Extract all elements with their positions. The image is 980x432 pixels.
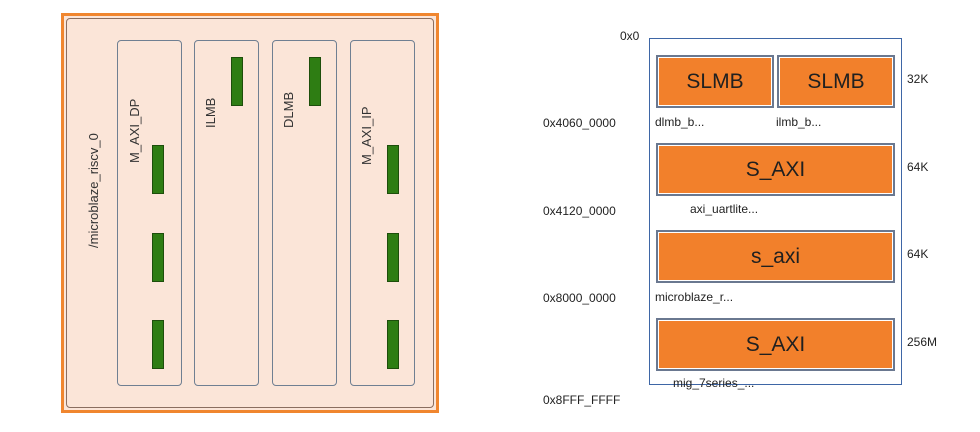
segment-label: s_axi: [750, 244, 801, 268]
processor-name-label: /microblaze_riscv_0: [86, 133, 101, 248]
segment-label: S_AXI: [745, 332, 806, 356]
segment-size: 64K: [907, 160, 929, 174]
interface-pin[interactable]: [387, 320, 399, 369]
interface-pin[interactable]: [231, 57, 243, 106]
interface-pin[interactable]: [152, 145, 164, 194]
segment-instance: axi_uartlite...: [690, 202, 759, 216]
segment-label: SLMB: [807, 69, 865, 93]
segment-instance: ilmb_b...: [776, 115, 822, 129]
segment-label: SLMB: [686, 69, 744, 93]
segment-size: 64K: [907, 247, 929, 261]
address-segment[interactable]: SLMB: [777, 55, 895, 108]
segment-instance: mig_7series_...: [673, 376, 755, 390]
segment-size: 256M: [907, 335, 938, 349]
address-label: 0x8FFF_FFFF: [543, 393, 621, 407]
address-label: 0x8000_0000: [543, 291, 616, 305]
interface-label: ILMB: [203, 97, 218, 128]
interface-ilmb[interactable]: ILMB: [194, 40, 259, 386]
interface-dlmb[interactable]: DLMB: [272, 40, 337, 386]
interface-pin[interactable]: [309, 57, 321, 106]
interface-m-axi-dp[interactable]: M_AXI_DP: [117, 40, 182, 386]
processor-name: /microblaze_riscv_0: [86, 133, 101, 248]
address-label: 0x0: [620, 29, 640, 43]
interface-label: DLMB: [281, 91, 296, 128]
interface-m-axi-ip[interactable]: M_AXI_IP: [350, 40, 415, 386]
interface-pin[interactable]: [387, 145, 399, 194]
address-label: 0x4120_0000: [543, 204, 616, 218]
address-segment[interactable]: S_AXI: [656, 143, 895, 196]
interface-pin[interactable]: [152, 233, 164, 282]
address-segment[interactable]: SLMB: [656, 55, 774, 108]
segment-instance: microblaze_r...: [655, 290, 734, 304]
segment-size: 32K: [907, 72, 929, 86]
segment-instance: dlmb_b...: [655, 115, 705, 129]
address-segment[interactable]: S_AXI: [656, 318, 895, 371]
interface-label: M_AXI_DP: [127, 98, 142, 163]
interface-pin[interactable]: [152, 320, 164, 369]
interface-label: M_AXI_IP: [359, 106, 374, 165]
address-label: 0x4060_0000: [543, 116, 616, 130]
interface-pin[interactable]: [387, 233, 399, 282]
address-segment[interactable]: s_axi: [656, 230, 895, 283]
segment-label: S_AXI: [745, 157, 806, 181]
